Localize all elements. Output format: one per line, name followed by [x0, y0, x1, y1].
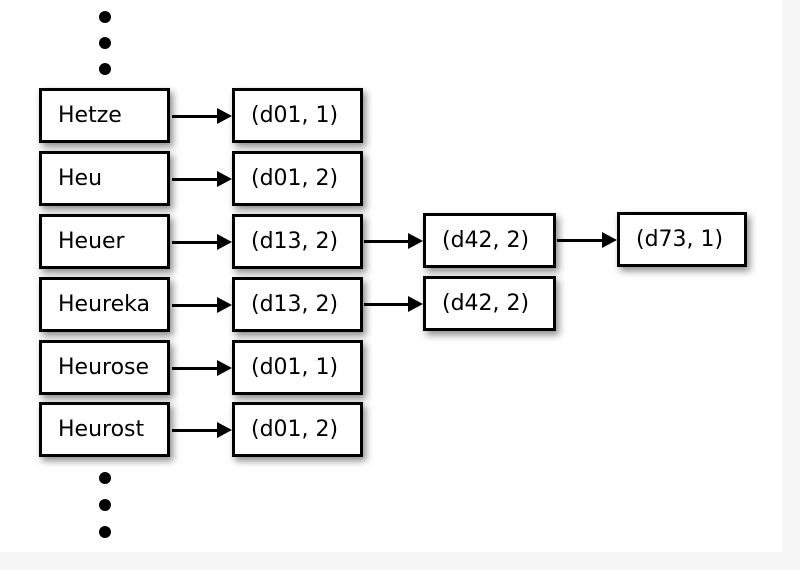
posting-label: (d01, 1) — [251, 355, 339, 380]
posting-box[interactable]: (d13, 2) — [232, 214, 363, 269]
posting-box[interactable]: (d01, 2) — [232, 151, 363, 206]
term-label: Heureka — [58, 292, 150, 317]
posting-box[interactable]: (d42, 2) — [423, 276, 556, 331]
posting-label: (d13, 2) — [251, 292, 339, 317]
ellipsis-dot — [99, 526, 111, 538]
term-box-hetze[interactable]: Hetze — [39, 88, 170, 143]
ellipsis-dot — [99, 37, 111, 49]
term-box-heurost[interactable]: Heurost — [39, 402, 170, 457]
term-box-heureka[interactable]: Heureka — [39, 277, 170, 332]
posting-box[interactable]: (d73, 1) — [617, 212, 747, 267]
term-label: Heu — [58, 166, 103, 191]
ellipsis-dot — [99, 11, 111, 23]
ellipsis-dot — [99, 63, 111, 75]
term-label: Hetze — [58, 103, 122, 128]
term-box-heurose[interactable]: Heurose — [39, 340, 170, 395]
posting-box[interactable]: (d01, 1) — [232, 88, 363, 143]
term-box-heuer[interactable]: Heuer — [39, 214, 170, 269]
posting-box[interactable]: (d01, 2) — [232, 402, 363, 457]
posting-label: (d73, 1) — [636, 227, 724, 252]
term-label: Heurose — [58, 355, 150, 380]
ellipsis-dot — [99, 472, 111, 484]
term-label: Heuer — [58, 229, 125, 254]
posting-label: (d42, 2) — [442, 228, 530, 253]
posting-box[interactable]: (d42, 2) — [423, 213, 556, 268]
posting-box[interactable]: (d01, 1) — [232, 340, 363, 395]
posting-box[interactable]: (d13, 2) — [232, 277, 363, 332]
posting-label: (d13, 2) — [251, 229, 339, 254]
posting-label: (d01, 1) — [251, 103, 339, 128]
diagram-sheet: Hetze Heu Heuer Heureka Heurose Heurost — [39, 11, 747, 538]
ellipsis-dot — [99, 499, 111, 511]
posting-label: (d01, 2) — [251, 417, 339, 442]
term-label: Heurost — [58, 417, 145, 442]
posting-label: (d42, 2) — [442, 291, 530, 316]
posting-label: (d01, 2) — [251, 166, 339, 191]
term-box-heu[interactable]: Heu — [39, 151, 170, 206]
